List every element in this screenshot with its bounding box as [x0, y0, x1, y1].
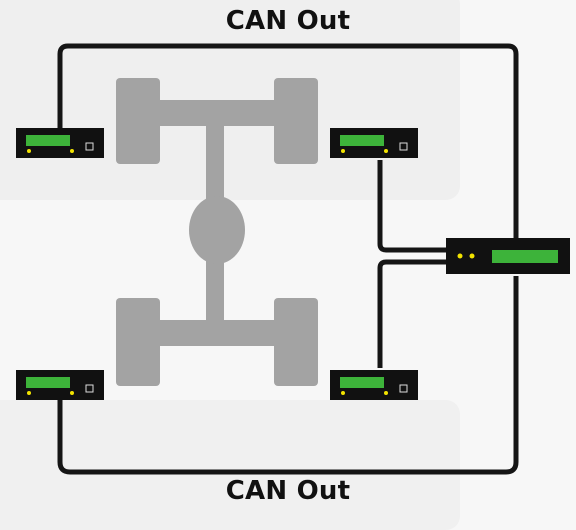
hub-link-lower: [377, 259, 448, 368]
device-screen: [26, 377, 70, 388]
status-led: [384, 391, 388, 395]
status-led: [70, 149, 74, 153]
status-led: [341, 391, 345, 395]
front-right-logger: [330, 128, 418, 158]
status-led: [27, 391, 31, 395]
port-square: [399, 142, 408, 151]
device-screen: [340, 135, 384, 146]
port-square: [85, 384, 94, 393]
can-bus-bottom-segment: [57, 276, 519, 475]
rear-right-wheel: [274, 298, 318, 386]
can-bus-loop: [57, 43, 519, 475]
can-out-label-top: CAN Out: [225, 6, 351, 36]
central-hub: [446, 238, 570, 274]
devices-layer: [16, 128, 570, 400]
can-bus-top-segment: [57, 43, 519, 240]
status-led: [457, 253, 463, 259]
device-screen: [26, 135, 70, 146]
status-led: [384, 149, 388, 153]
device-screen: [492, 250, 558, 263]
vehicle-chassis: [116, 78, 318, 386]
front-left-wheel: [116, 78, 160, 164]
status-led: [70, 391, 74, 395]
front-right-wheel: [274, 78, 318, 164]
diagram-canvas: CAN Out CAN Out: [16, 6, 570, 506]
status-led: [341, 149, 345, 153]
rear-left-logger: [16, 370, 104, 400]
differential: [189, 196, 245, 264]
device-screen: [340, 377, 384, 388]
status-led: [27, 149, 31, 153]
rear-left-wheel: [116, 298, 160, 386]
can-bus-diagram: [16, 43, 570, 475]
can-out-label-bottom: CAN Out: [225, 476, 351, 506]
background-panel-bottom: [0, 400, 460, 530]
rear-right-logger: [330, 370, 418, 400]
port-square: [85, 142, 94, 151]
hub-link-upper: [377, 160, 448, 253]
port-square: [399, 384, 408, 393]
front-left-logger: [16, 128, 104, 158]
status-led: [469, 253, 475, 259]
